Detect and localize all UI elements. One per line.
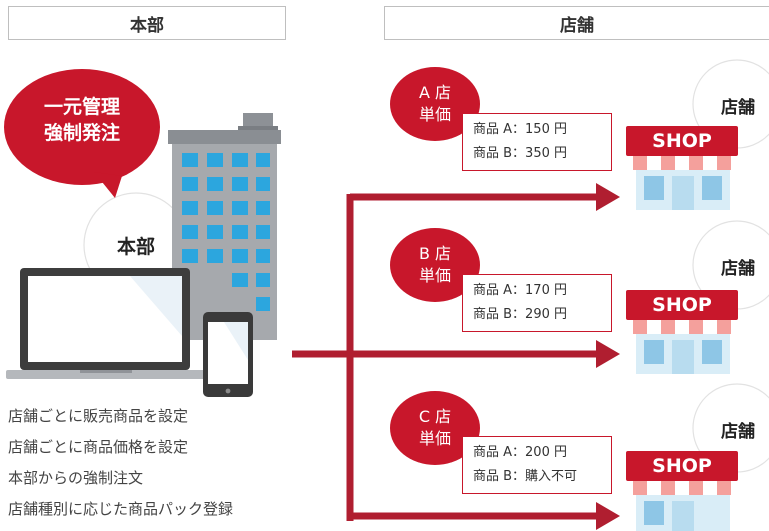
store-header: 店舗 xyxy=(384,6,769,40)
store-unit-label: 単価 xyxy=(418,265,451,285)
price-a: 商品 A：200 円 xyxy=(473,445,567,460)
hq-circle-label: 本部 xyxy=(116,236,155,258)
hq-bubble-line1: 一元管理 xyxy=(43,96,120,118)
feature-item: 店舗ごとに商品価格を設定 xyxy=(8,438,189,456)
feature-item: 本部からの強制注文 xyxy=(8,469,144,487)
price-box-a: 商品 A：150 円 商品 B：350 円 xyxy=(462,113,612,171)
price-a: 商品 A：150 円 xyxy=(473,122,567,137)
store-name: A 店 xyxy=(418,83,452,102)
hq-bubble-line2: 強制発注 xyxy=(43,121,120,144)
hq-header-label: 本部 xyxy=(130,15,164,36)
price-box-b: 商品 A：170 円 商品 B：290 円 xyxy=(462,274,612,332)
store-row-a xyxy=(390,59,769,210)
shop-sign: SHOP xyxy=(652,455,712,477)
price-box-c: 商品 A：200 円 商品 B：購入不可 xyxy=(462,436,612,494)
arrow-head-c xyxy=(596,502,620,530)
price-b: 商品 B：350 円 xyxy=(473,146,567,161)
store-bubble-b: B 店 単価 xyxy=(405,243,465,286)
hq-bubble-text: 一元管理 強制発注 xyxy=(22,95,142,146)
shop-icon xyxy=(626,126,738,210)
hq-bubble xyxy=(4,69,160,198)
store-label: 店舗 xyxy=(721,259,755,279)
price-b: 商品 B：290 円 xyxy=(473,307,567,322)
shop-icon xyxy=(626,451,738,531)
tablet-icon xyxy=(203,312,253,397)
store-header-label: 店舗 xyxy=(560,15,594,36)
arrow-head-a xyxy=(596,183,620,211)
store-label: 店舗 xyxy=(721,98,755,118)
store-bubble-a: A 店 単価 xyxy=(405,82,465,125)
store-label: 店舗 xyxy=(721,422,755,442)
price-b: 商品 B：購入不可 xyxy=(473,469,578,484)
laptop-icon xyxy=(6,268,206,379)
store-unit-label: 単価 xyxy=(418,104,451,124)
shop-sign: SHOP xyxy=(652,294,712,316)
building-icon xyxy=(168,113,281,340)
store-bubble-c: C 店 単価 xyxy=(405,406,465,449)
shop-sign: SHOP xyxy=(652,130,712,152)
shop-icon xyxy=(626,290,738,374)
store-name: B 店 xyxy=(418,244,452,263)
store-unit-label: 単価 xyxy=(418,428,451,448)
arrow-head-b xyxy=(596,340,620,368)
hq-header: 本部 xyxy=(8,6,286,40)
store-row-b xyxy=(390,220,769,374)
store-row-c xyxy=(390,383,769,531)
price-a: 商品 A：170 円 xyxy=(473,283,567,298)
distribution-arrows xyxy=(292,193,600,521)
feature-item: 店舗ごとに販売商品を設定 xyxy=(8,407,189,425)
store-name: C 店 xyxy=(418,407,452,426)
feature-item: 店舗種別に応じた商品パック登録 xyxy=(8,500,234,518)
